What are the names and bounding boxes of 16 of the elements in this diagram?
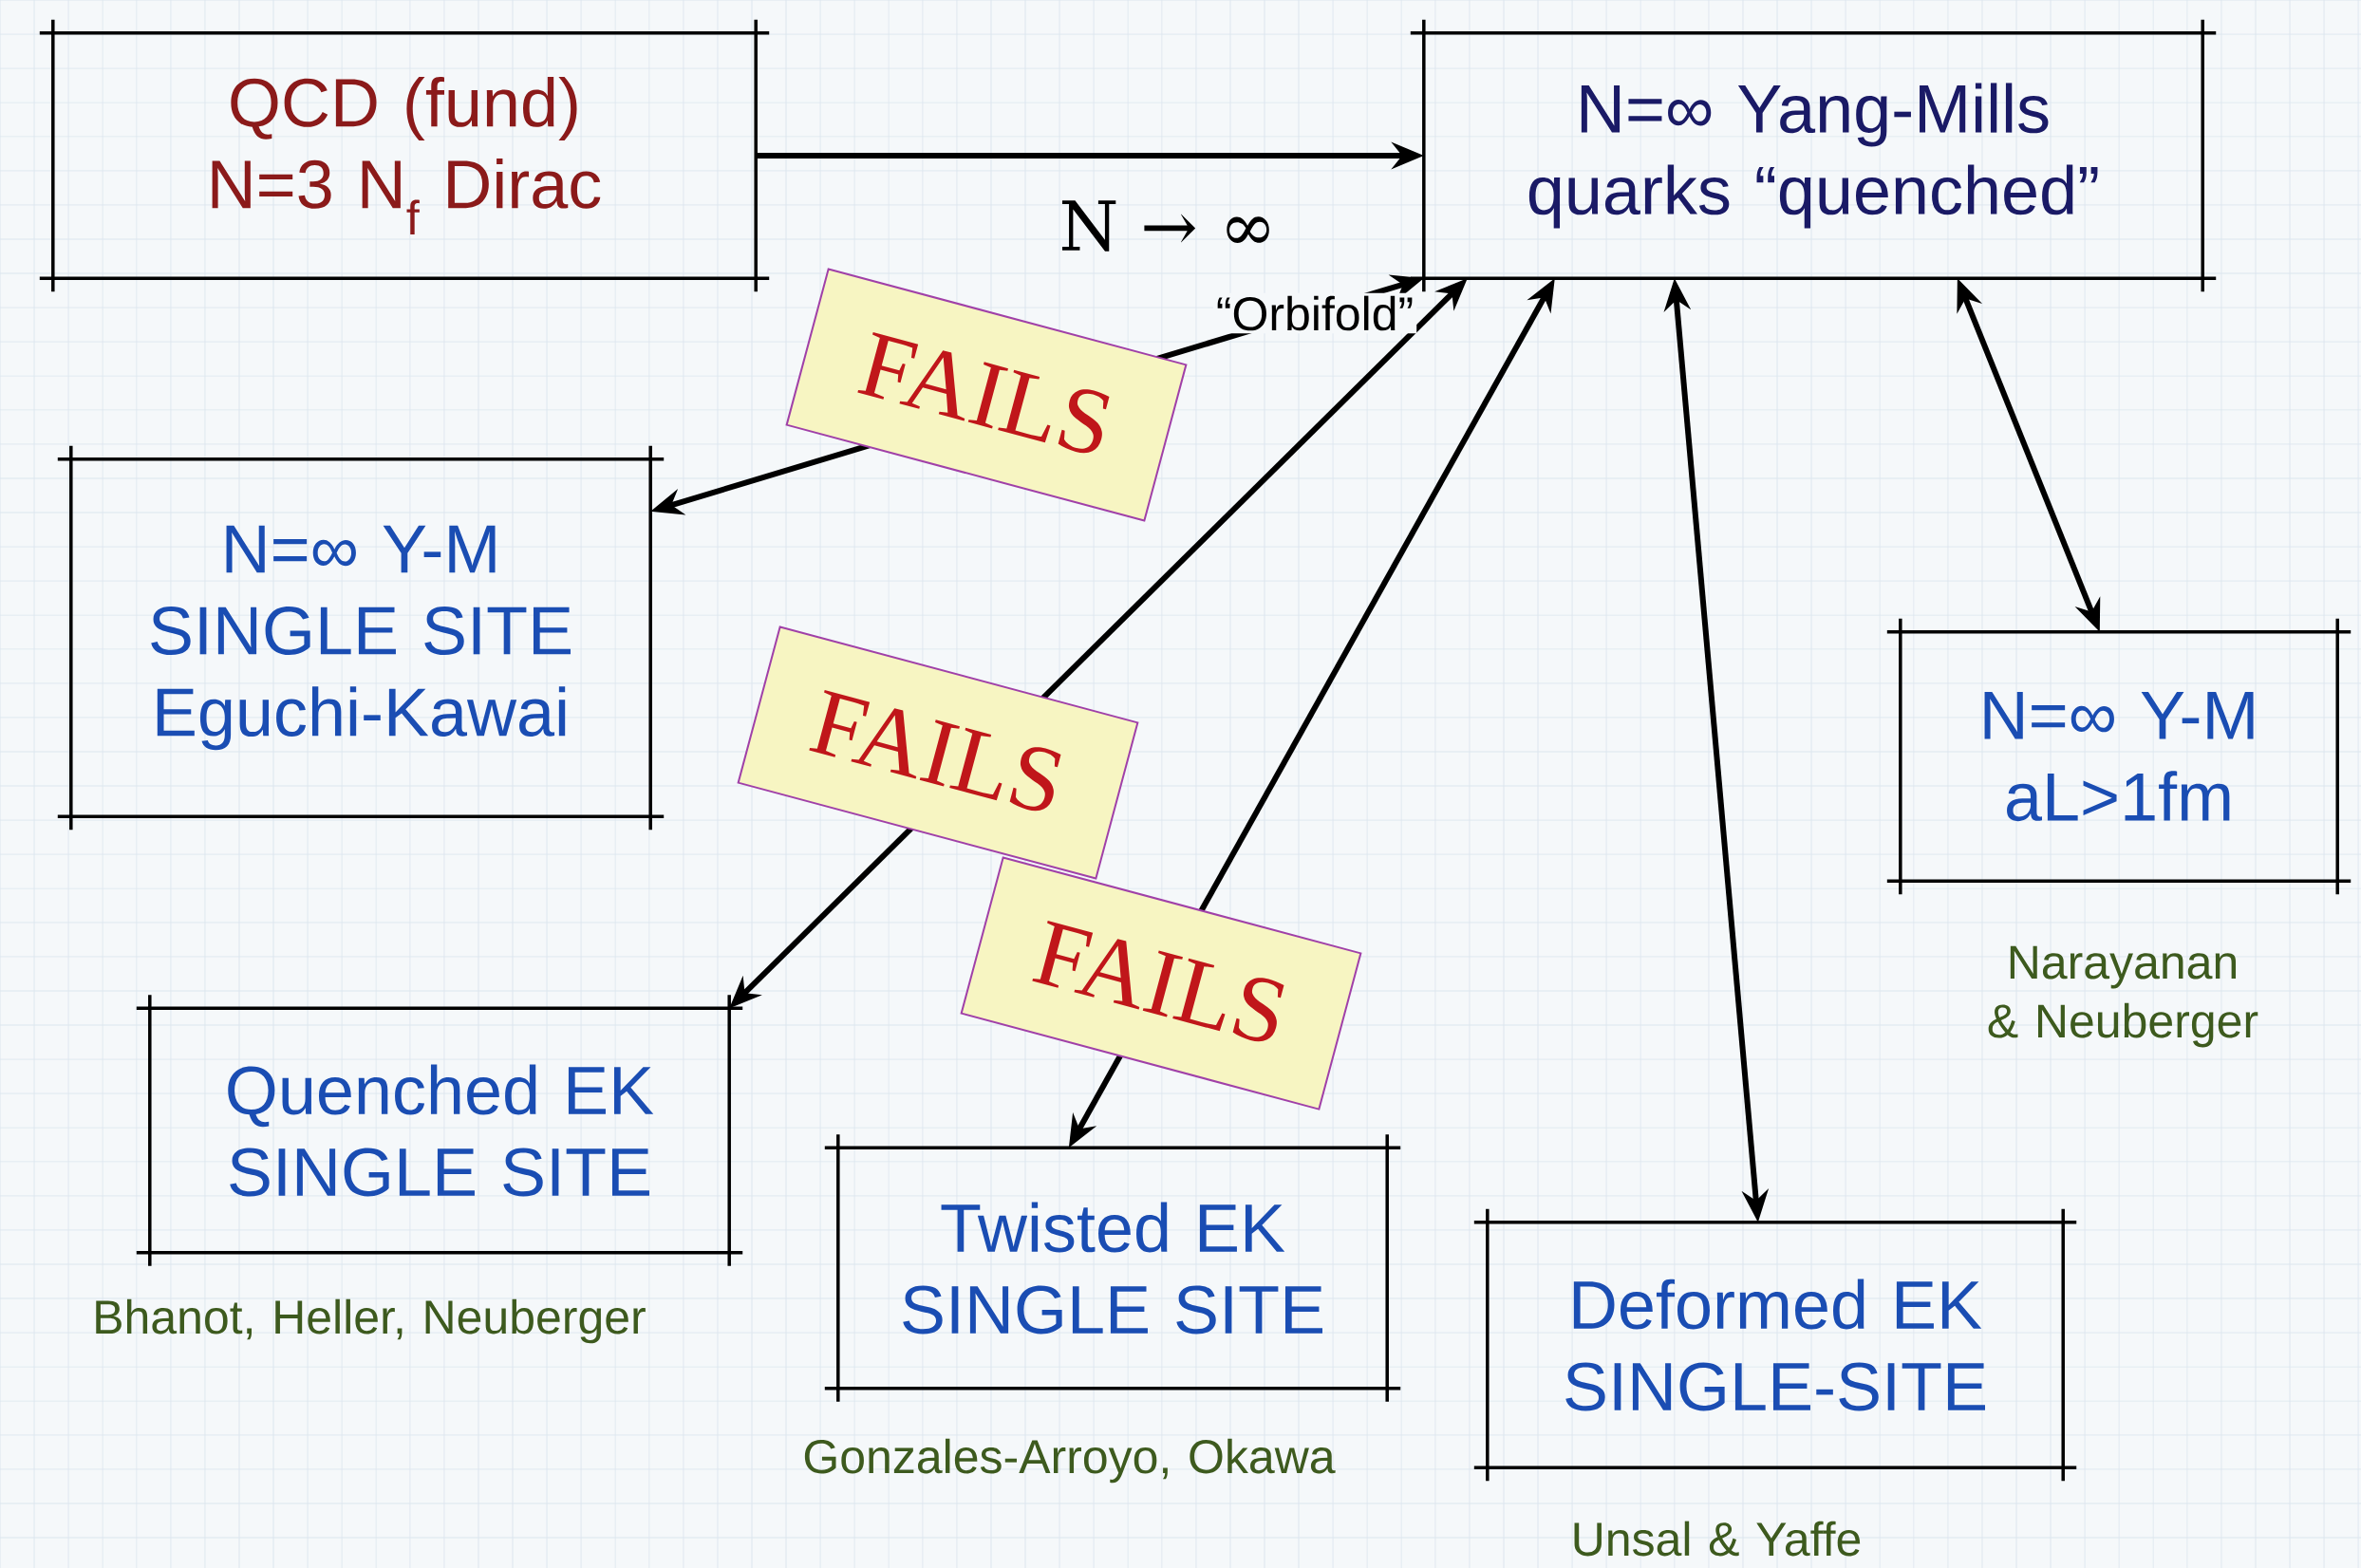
edge-label: “Orbifold”: [1217, 295, 1413, 331]
author-credit: Narayanan & Neuberger: [1988, 945, 2258, 1048]
fails-sticker: FAILS: [737, 625, 1139, 880]
fails-sticker: FAILS: [960, 856, 1362, 1111]
text-box: Twisted EK SINGLE SITE: [823, 1132, 1402, 1404]
fails-sticker: FAILS: [785, 268, 1188, 522]
text-box: Deformed EK SINGLE-SITE: [1472, 1207, 2078, 1483]
author-credit: Bhanot, Heller, Neuberger: [96, 1298, 646, 1344]
author-credit: Unsal & Yaffe: [1574, 1521, 1861, 1557]
text-box: N=∞ Y-M SINGLE SITE Eguchi-Kawai: [56, 444, 665, 831]
edge-label: N → ∞: [1062, 200, 1269, 252]
text-box: QCD (fund) N=3 N$_{f}$ Dirac: [38, 18, 771, 293]
text-box: N=∞ Y-M aL>1fm: [1885, 617, 2352, 896]
text-box: Quenched EK SINGLE SITE: [135, 993, 744, 1268]
author-credit: Gonzales-Arroyo, Okawa: [804, 1438, 1336, 1484]
text-box: N=∞ Yang-Mills quarks “quenched”: [1409, 18, 2218, 293]
